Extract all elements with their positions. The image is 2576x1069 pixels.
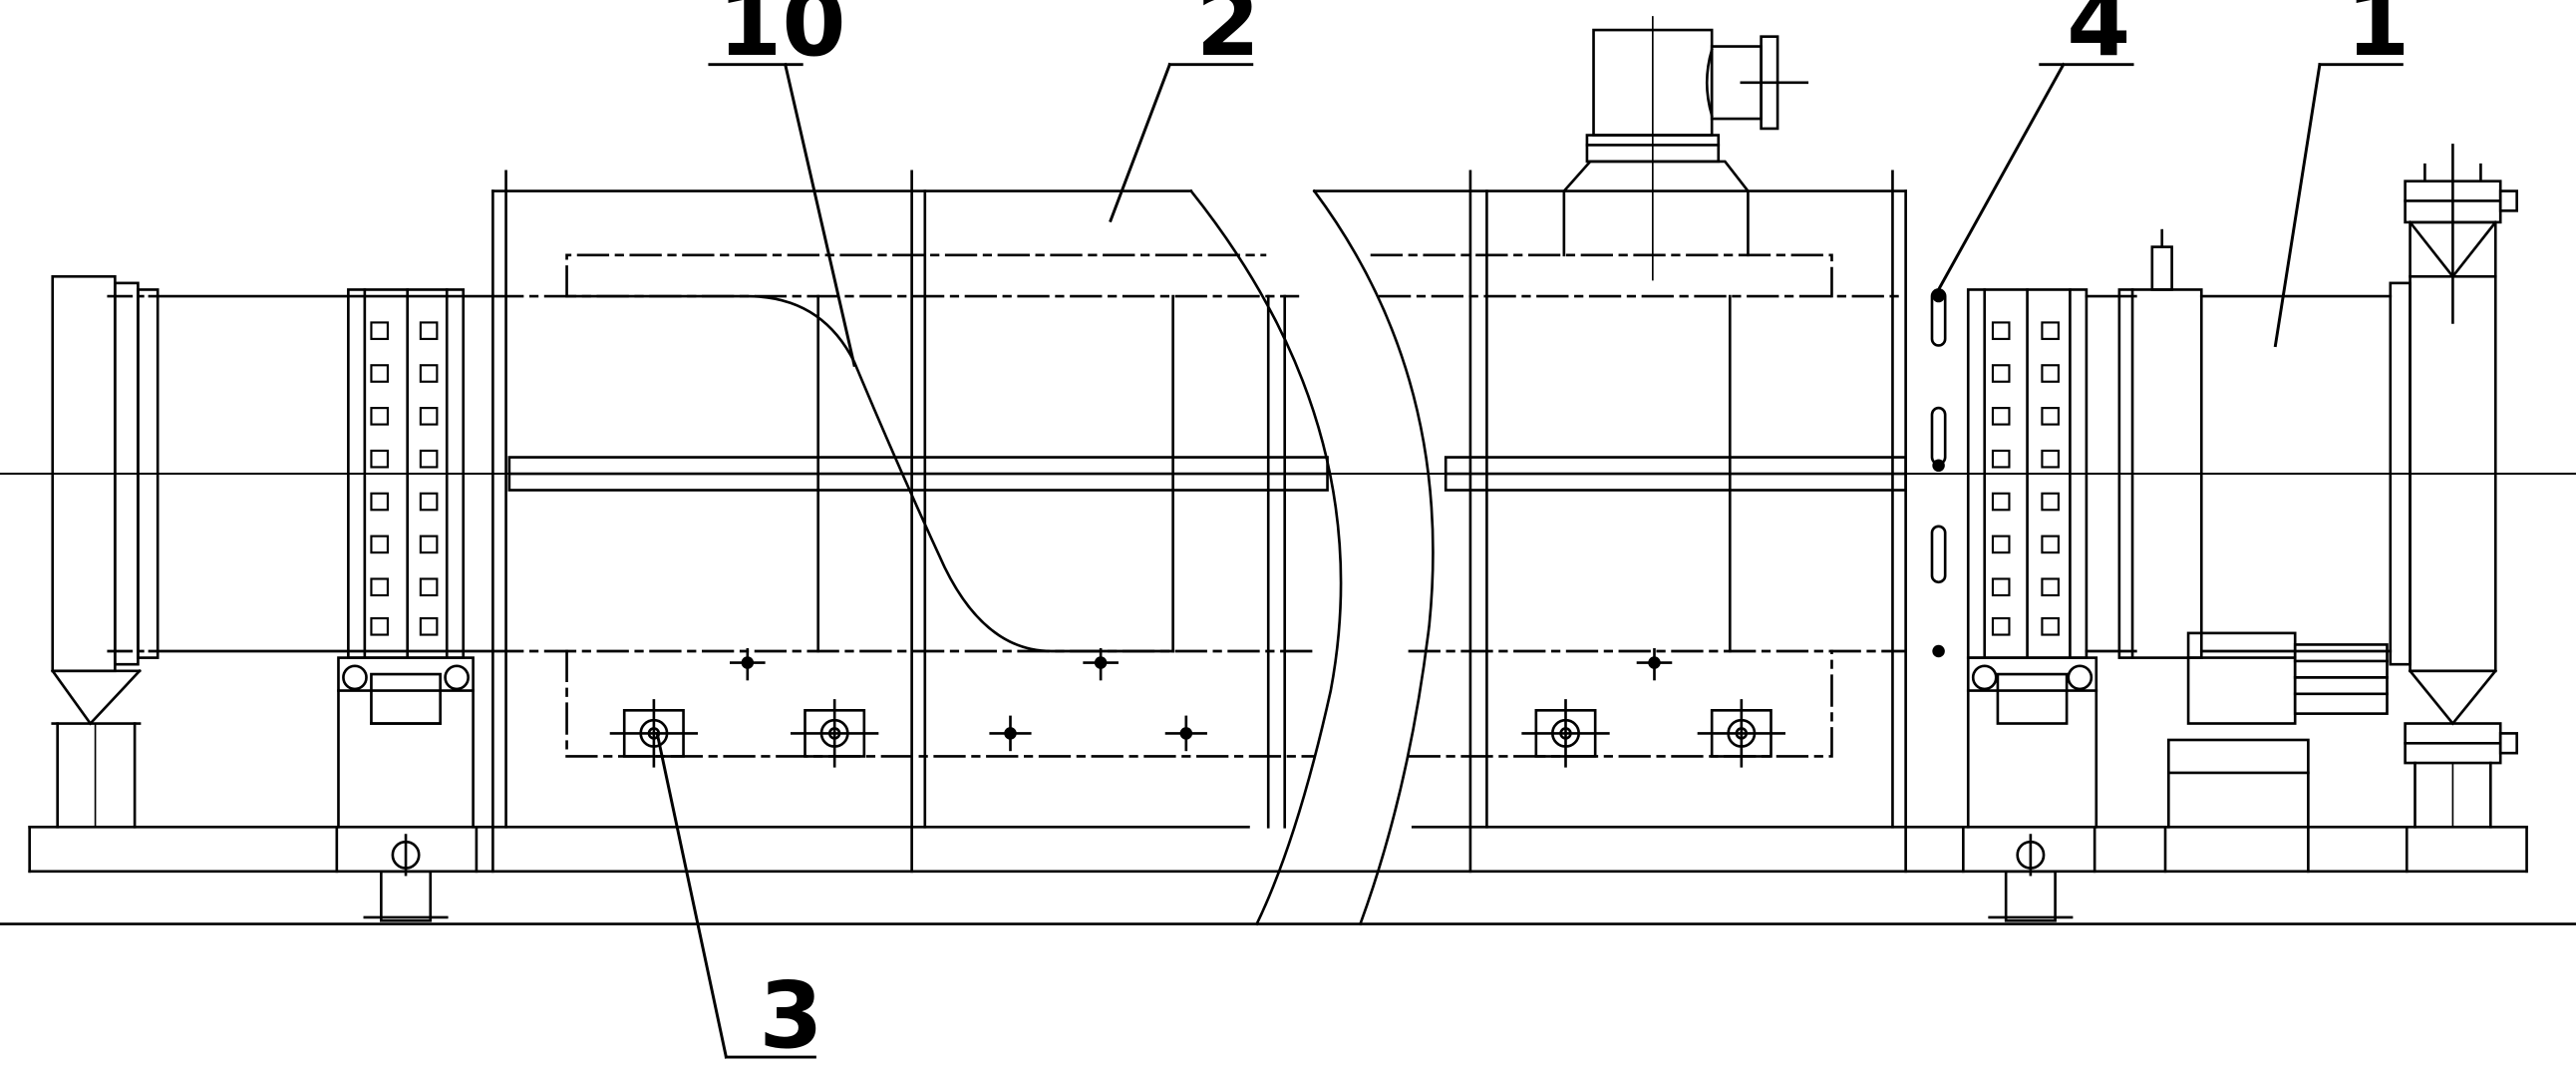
label-4: 4 bbox=[2067, 0, 2130, 77]
break-line-right bbox=[1312, 188, 1435, 926]
label-2: 2 bbox=[1196, 0, 1260, 77]
label-1: 1 bbox=[2346, 0, 2410, 77]
base-frame bbox=[0, 826, 2576, 925]
leader-lines bbox=[655, 62, 2404, 1059]
drive-unit bbox=[2117, 228, 2389, 829]
right-end-hood bbox=[2389, 144, 2518, 829]
left-end-hood bbox=[50, 274, 160, 829]
left-tyre-gear bbox=[337, 288, 475, 922]
right-casing bbox=[1313, 16, 1947, 829]
label-10: 10 bbox=[718, 0, 845, 77]
right-tyre-gear bbox=[1966, 288, 2098, 922]
reference-labels: 10 2 4 1 3 bbox=[718, 0, 2410, 1069]
break-line-left bbox=[1188, 188, 1343, 926]
left-casing bbox=[491, 170, 1329, 829]
label-3: 3 bbox=[759, 961, 822, 1069]
